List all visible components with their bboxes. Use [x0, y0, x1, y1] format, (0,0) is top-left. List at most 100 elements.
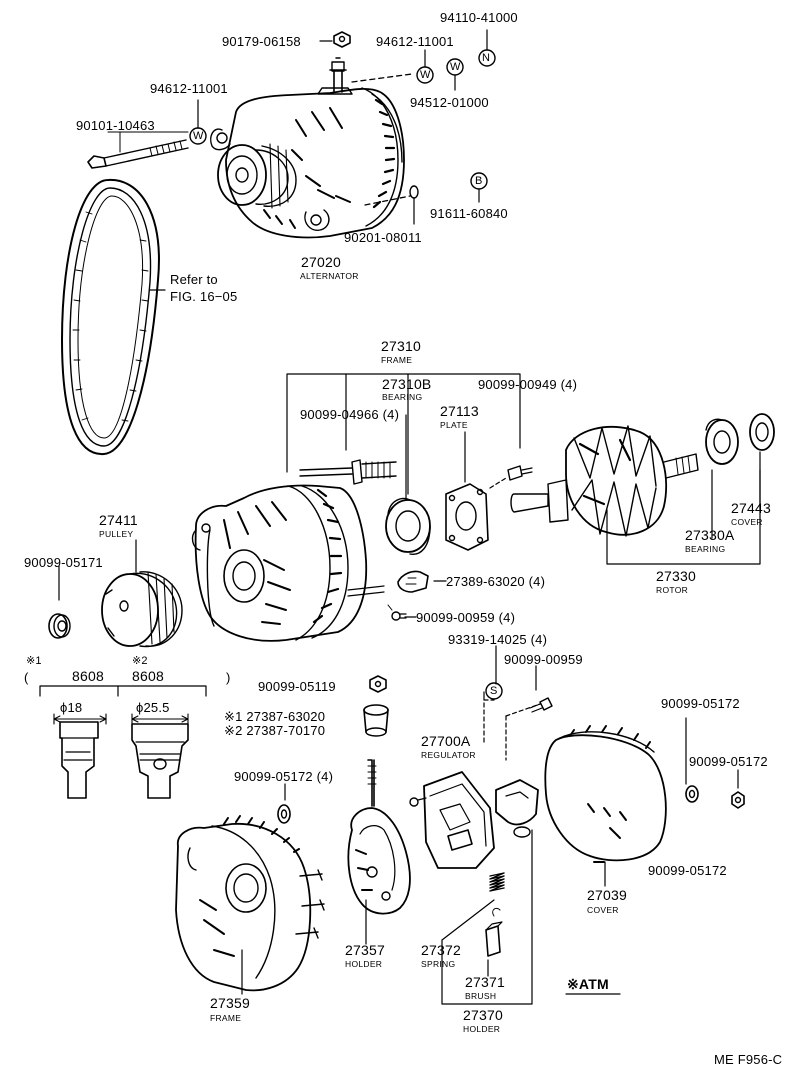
part-name-plate: PLATE: [440, 420, 468, 430]
part-label-27389: 27389-63020 (4): [446, 574, 546, 589]
rear-frame-27359-drawing: [175, 815, 325, 992]
part-name-pulley: PULLEY: [99, 529, 134, 539]
part-label-27372: 27372: [421, 942, 461, 958]
part-label-27039: 27039: [587, 887, 627, 903]
part-label-27310: 27310: [381, 338, 421, 354]
pulley-27411-drawing: [101, 571, 183, 648]
spring-27372-drawing: [489, 872, 505, 892]
part-label-90201: 90201-08011: [344, 230, 422, 245]
v-belt-drawing: [61, 178, 160, 456]
dimension-18: ϕ18: [60, 700, 83, 715]
part-label-94612-a: 94612-11001: [376, 34, 454, 49]
part-label-94512: 94512-01000: [410, 95, 489, 110]
dimension-25-5: ϕ25.5: [136, 700, 170, 715]
part-label-27020: 27020: [301, 254, 341, 270]
part-name-spring: SPRING: [421, 959, 456, 969]
part-name-rotor: ROTOR: [656, 585, 689, 595]
part-label-27330: 27330: [656, 568, 696, 584]
part-label-90179: 90179-06158: [222, 34, 301, 49]
part-label-90099-00959-a: 90099-00959 (4): [416, 610, 516, 625]
cover-27443-drawing: [749, 413, 775, 451]
paren-open: (: [24, 670, 29, 685]
nut-90179-drawing: [333, 31, 351, 48]
insulator-27387-drawing: [363, 704, 389, 737]
alternator-assembly-drawing: [210, 57, 405, 239]
part-label-27371: 27371: [465, 974, 505, 990]
washer-symbol-c: W: [193, 130, 204, 142]
part-label-94110: 94110-41000: [440, 10, 518, 25]
holder-27357-drawing: [347, 759, 411, 915]
part-name-holder-27357: HOLDER: [345, 959, 383, 969]
part-name-frame-27310: FRAME: [381, 355, 413, 365]
part-name-bearing-27310b: BEARING: [382, 392, 423, 402]
part-label-27357: 27357: [345, 942, 385, 958]
part-label-27443: 27443: [731, 500, 771, 516]
part-label-27700a: 27700A: [421, 733, 471, 749]
part-label-94612-b: 94612-11001: [150, 81, 228, 96]
part-label-27310b: 27310B: [382, 376, 432, 392]
nut-05119-drawing: [369, 675, 387, 693]
boot-code-8608-2: 8608: [132, 668, 164, 684]
bearing-27310b-drawing: [385, 497, 431, 555]
part-label-90099-05172-c: 90099-05172 (4): [234, 769, 334, 784]
long-bolt-90101: [87, 139, 189, 169]
part-label-90099-00959-b: 90099-00959: [504, 652, 583, 667]
washer-05171-drawing: [48, 613, 71, 639]
boot-18-drawing: [53, 713, 107, 799]
part-label-27387-1: ※1 27387-63020: [224, 709, 326, 724]
figure-code: ME F956-C: [714, 1052, 783, 1067]
rotor-27330-drawing: [510, 425, 699, 537]
paren-close: ): [226, 670, 231, 685]
bearing-27330a-drawing: [705, 418, 739, 465]
screw-00959a: [391, 611, 407, 621]
part-name-alternator: ALTERNATOR: [300, 271, 359, 281]
nut-05172-right: [685, 785, 745, 809]
plate-27113-drawing: [445, 483, 489, 551]
boot-code-8608-1: 8608: [72, 668, 104, 684]
part-label-90099-00949: 90099-00949 (4): [478, 377, 578, 392]
leader-lines: [39, 373, 761, 1005]
front-frame-drawing: [191, 484, 385, 642]
screw-00949: [507, 465, 533, 481]
star-2-marker: ※2: [132, 655, 148, 667]
part-name-brush: BRUSH: [465, 991, 497, 1001]
through-bolt-04966: [299, 459, 397, 485]
nut-symbol: N: [482, 52, 491, 64]
washer-symbol-a: W: [420, 69, 431, 81]
refer-text-1: Refer to: [170, 272, 218, 287]
part-name-holder-27370: HOLDER: [463, 1024, 501, 1034]
part-label-27359: 27359: [210, 995, 250, 1011]
part-label-90099-04966: 90099-04966 (4): [300, 407, 400, 422]
washer-symbol-b: W: [450, 61, 461, 73]
star-1-marker: ※1: [26, 655, 42, 667]
part-name-bearing-27330a: BEARING: [685, 544, 726, 554]
refer-text-2: FIG. 16−05: [170, 289, 238, 304]
boot-25-5-drawing: [131, 713, 189, 799]
part-label-91611: 91611-60840: [430, 206, 508, 221]
part-name-frame-27359: FRAME: [210, 1013, 242, 1023]
part-label-90099-05172-a: 90099-05172: [661, 696, 740, 711]
screw-symbol: S: [490, 685, 498, 697]
atm-note: ※ATM: [567, 976, 609, 992]
part-label-27330a: 27330A: [685, 527, 735, 543]
bolt-symbol: B: [475, 175, 483, 187]
clip-27389-drawing: [397, 570, 429, 593]
part-label-27387-2: ※2 27387-70170: [224, 723, 326, 738]
part-label-27411: 27411: [99, 512, 138, 528]
regulator-27700a-drawing: [409, 771, 495, 869]
cover-27039-drawing: [544, 725, 667, 863]
holder-27370-drawing: [495, 779, 539, 838]
part-label-90099-05119: 90099-05119: [258, 679, 336, 694]
part-name-cover-27443: COVER: [731, 517, 763, 527]
brush-27371-drawing: [485, 907, 503, 957]
part-label-27370: 27370: [463, 1007, 503, 1023]
part-label-90099-05172-b: 90099-05172: [689, 754, 768, 769]
part-label-90101: 90101-10463: [76, 118, 155, 133]
part-name-regulator: REGULATOR: [421, 750, 476, 760]
part-label-93319: 93319-14025 (4): [448, 632, 548, 647]
part-name-cover-27039: COVER: [587, 905, 619, 915]
part-label-90099-05172-d: 90099-05172: [648, 863, 727, 878]
screw-00959b: [529, 697, 553, 713]
part-label-27113: 27113: [440, 403, 479, 419]
